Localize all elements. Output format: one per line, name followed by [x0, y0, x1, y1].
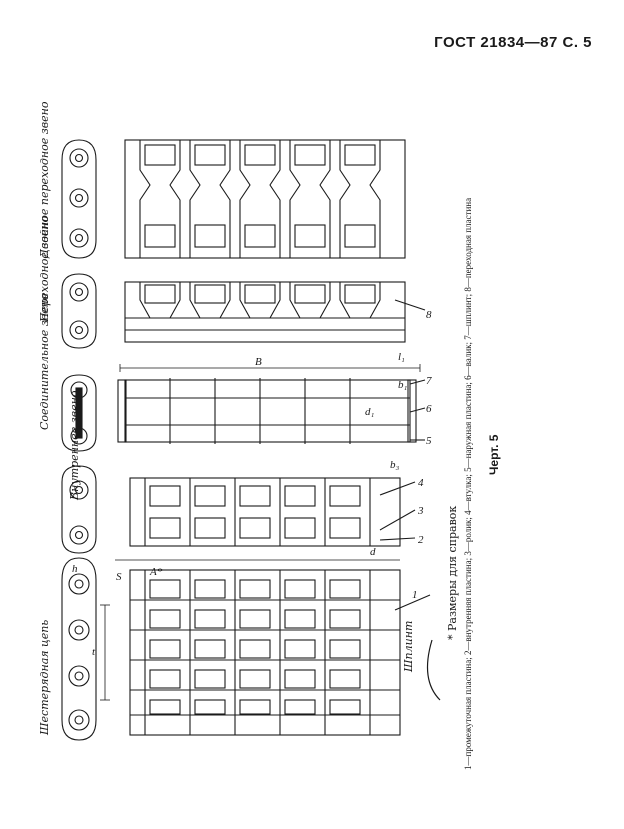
- dim-l1: l₁: [398, 351, 405, 363]
- dim-width-b: B: [255, 356, 262, 368]
- callout-4: 4: [418, 477, 424, 489]
- offset-link-profile: [61, 273, 97, 349]
- callout-1: 1: [412, 589, 418, 601]
- connecting-link-top-view: [117, 378, 426, 444]
- callout-7: 7: [426, 375, 432, 387]
- dim-b3: b₃: [390, 459, 400, 471]
- dim-d: d: [370, 546, 376, 558]
- offset-link-top-view: [124, 281, 426, 343]
- dim-a-star: A*: [149, 566, 163, 578]
- dim-s: S: [116, 571, 122, 583]
- callout-8: 8: [426, 309, 432, 321]
- callout-2: 2: [418, 534, 424, 546]
- page-header: ГОСТ 21834—87 С. 5: [434, 34, 592, 51]
- double-offset-link-top-view: [124, 139, 406, 259]
- inner-link-top-view: [129, 477, 416, 547]
- six-row-side-profile: [61, 557, 97, 741]
- dim-pitch: t: [92, 646, 96, 658]
- callout-3: 3: [417, 505, 424, 517]
- dim-b1: b₁: [398, 379, 408, 391]
- dim-h: h: [72, 563, 78, 575]
- inner-link-profile: [61, 465, 97, 554]
- connecting-link-profile: [61, 374, 97, 452]
- six-row-chain-top-view: [129, 569, 431, 736]
- double-offset-link-profile: [61, 139, 97, 259]
- callout-5: 5: [426, 435, 432, 447]
- dim-d1: d₁: [365, 406, 375, 418]
- callout-6: 6: [426, 403, 432, 415]
